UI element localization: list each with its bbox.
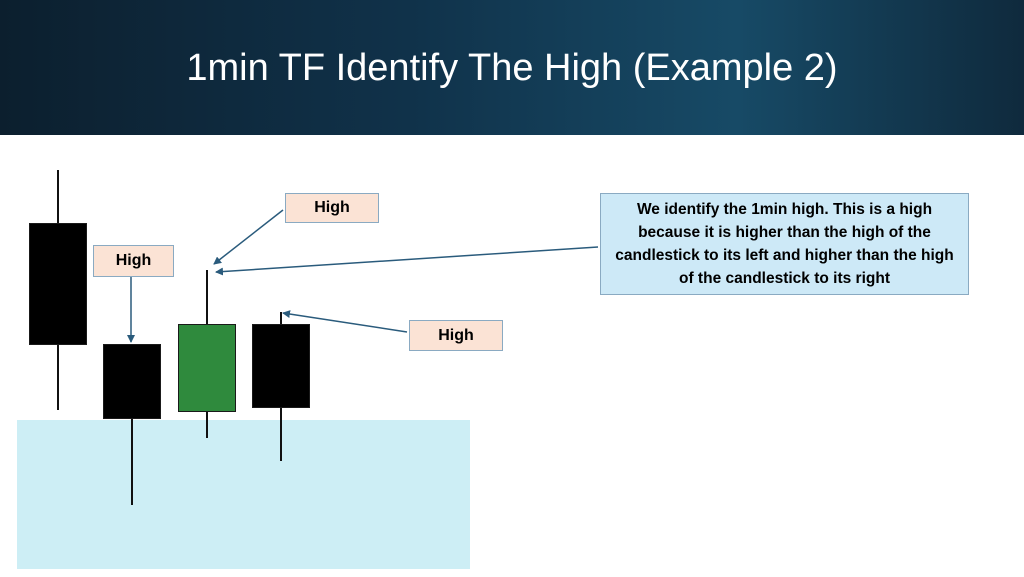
high-label-candle-3: High <box>285 193 379 223</box>
title-banner: 1min TF Identify The High (Example 2) <box>0 0 1024 135</box>
candle-1-body <box>29 223 87 345</box>
candle-2-wick <box>131 344 133 505</box>
candle-2-body <box>103 344 161 419</box>
candle-4-body <box>252 324 310 408</box>
arrow-label-to-candle-3 <box>213 209 284 265</box>
price-zone-highlight <box>17 420 470 569</box>
arrow-to-candle-4 <box>282 310 408 333</box>
arrow-note-to-candle-3 <box>215 246 599 276</box>
high-label-candle-4: High <box>409 320 503 351</box>
slide-title: 1min TF Identify The High (Example 2) <box>186 47 838 89</box>
candle-3-body <box>178 324 236 412</box>
explanation-note: We identify the 1min high. This is a hig… <box>600 193 969 295</box>
high-label-candle-2: High <box>93 245 174 277</box>
